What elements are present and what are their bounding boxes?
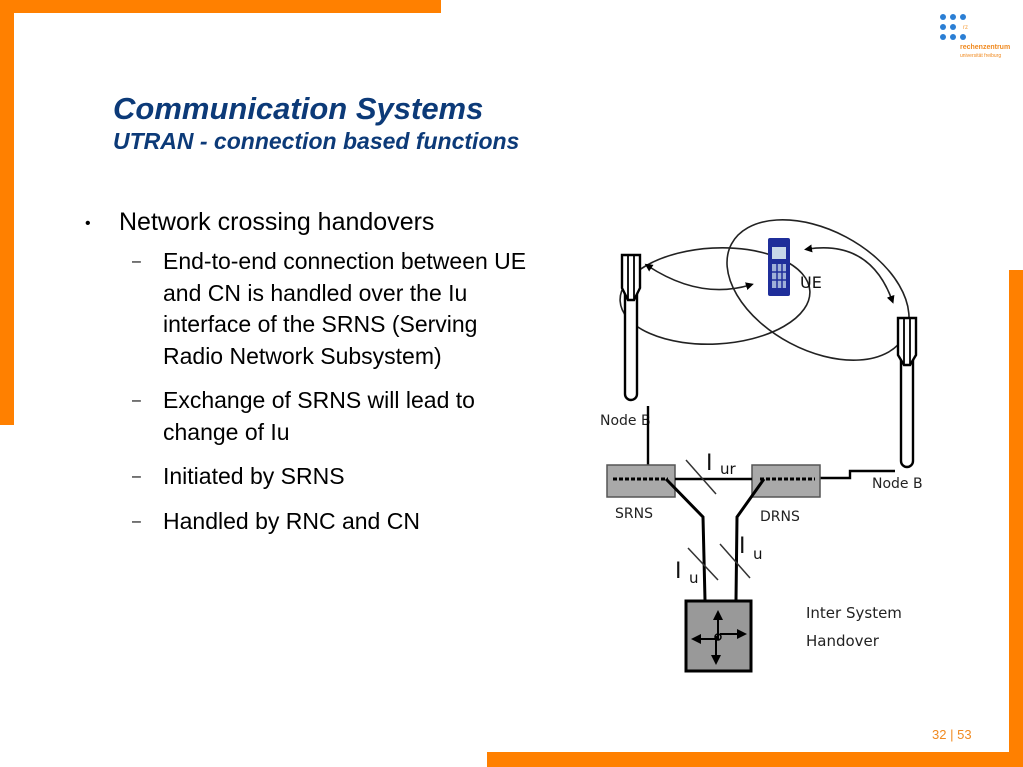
dash-icon: – <box>132 512 141 530</box>
dash-icon: – <box>132 253 141 270</box>
bullet-item: • Network crossing handovers <box>85 206 535 238</box>
radio-link-arrow-left <box>644 263 754 291</box>
accent-bar-right <box>1009 270 1023 767</box>
slide-title-block: Communication Systems UTRAN - connection… <box>113 91 519 155</box>
iu-link-left <box>664 477 707 601</box>
sub-bullet-text: End-to-end connection between UE and CN … <box>163 248 527 369</box>
page-separator: | <box>950 727 954 742</box>
node-b-right-label: Node B <box>872 476 923 492</box>
node-b-left-antenna-icon <box>620 253 642 402</box>
bullet-list: • Network crossing handovers – End-to-en… <box>85 206 535 550</box>
iu-right-label-main: I <box>739 534 746 559</box>
logo-name: rechenzentrum <box>960 44 1011 51</box>
iu-left-label-main: I <box>675 559 682 584</box>
slide-title: Communication Systems <box>113 91 484 126</box>
iu-left-label-sub: u <box>689 569 699 587</box>
node-b-left-label: Node B <box>600 413 651 429</box>
iu-link-right <box>734 478 766 601</box>
sub-bullet-item: – End-to-end connection between UE and C… <box>85 246 535 372</box>
handover-label-line1: Inter System <box>806 604 902 622</box>
accent-bar-top <box>0 0 441 13</box>
sub-bullet-text: Handled by RNC and CN <box>163 507 420 534</box>
drns-label: DRNS <box>760 509 800 525</box>
logo-institution: universität freiburg <box>960 53 1002 59</box>
cell-coverage-right <box>726 219 910 361</box>
logo-dots-icon <box>940 14 970 44</box>
dash-icon: – <box>132 468 141 485</box>
page-number: 32 | 53 <box>932 727 972 742</box>
srns-box <box>606 464 676 498</box>
iu-right-label-sub: u <box>753 545 763 563</box>
srns-label: SRNS <box>615 506 653 522</box>
handover-diagram: UE Node B Node B I ur SRNS DRNS I u I u <box>560 200 960 690</box>
handover-label-line2: Handover <box>806 632 880 650</box>
ue-label: UE <box>800 273 822 292</box>
accent-bar-left <box>0 0 14 425</box>
sub-bullet-item: – Handled by RNC and CN <box>85 506 535 538</box>
node-b-right-antenna-icon <box>896 316 918 469</box>
sub-bullet-item: – Exchange of SRNS will lead to change o… <box>85 385 535 448</box>
sub-bullet-text: Initiated by SRNS <box>163 463 345 489</box>
bullet-icon: • <box>85 215 91 232</box>
sub-bullet-text: Exchange of SRNS will lead to change of … <box>163 387 475 445</box>
page-total: 53 <box>957 727 972 742</box>
university-logo: rz rechenzentrum universität freiburg <box>940 14 1020 64</box>
slide-subtitle: UTRAN - connection based functions <box>113 128 520 154</box>
sub-bullet-item: – Initiated by SRNS <box>85 461 535 493</box>
page-current: 32 <box>932 727 947 742</box>
logo-abbr: rz <box>963 25 968 31</box>
dash-icon: – <box>132 392 141 409</box>
iur-label-main: I <box>706 451 713 476</box>
bullet-text: Network crossing handovers <box>119 208 435 236</box>
ue-phone-icon <box>768 238 790 296</box>
accent-bar-bottom <box>487 752 1023 767</box>
iur-label-sub: ur <box>720 460 737 478</box>
radio-link-arrow-right <box>804 244 895 304</box>
core-network-switch-icon <box>684 599 753 673</box>
